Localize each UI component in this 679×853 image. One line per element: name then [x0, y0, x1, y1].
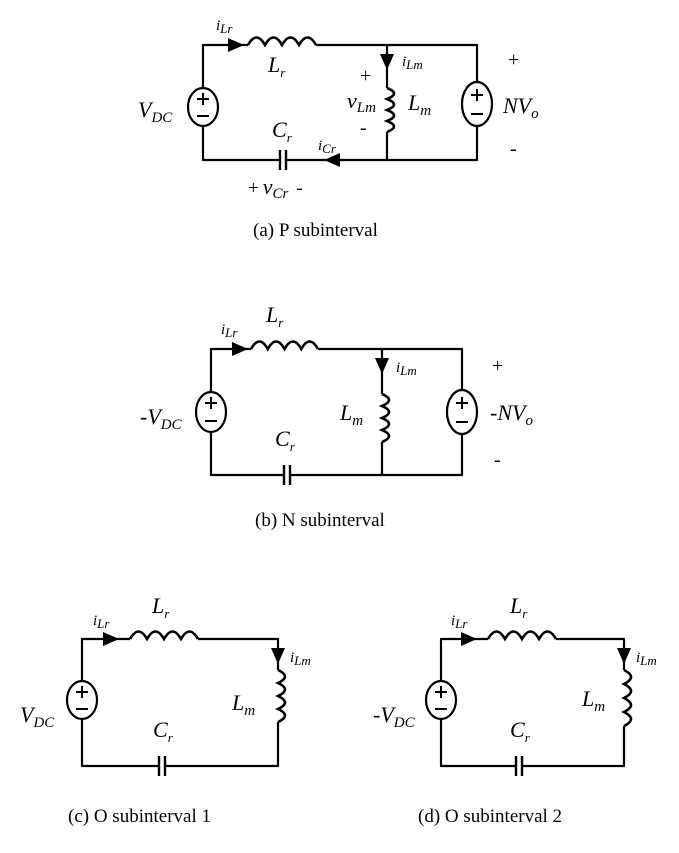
panel-d-arrow-ilm: [617, 648, 631, 664]
panel-b-wire-top-right: [318, 347, 464, 390]
panel-c-voltage-source-vdc: [65, 679, 99, 721]
panel-a-label-out-plus: +: [508, 49, 519, 71]
panel-a-label-vlm-minus: -: [360, 117, 367, 139]
panel-a-label-vlm-plus: +: [360, 65, 371, 87]
panel-a-caption: (a) P subinterval: [253, 220, 378, 241]
panel-b-label-out-plus: +: [492, 355, 503, 377]
panel-d-caption: (d) O subinterval 2: [418, 806, 562, 827]
panel-d: iLr Lr -VDC Cr iLm Lm (d) O subinterval …: [373, 593, 657, 827]
panel-c-capacitor-cr: [157, 756, 167, 776]
panel-a-label-nvo: NVo: [502, 93, 539, 122]
panel-b-label-cr: Cr: [275, 426, 296, 454]
panel-b-wire-top-left: [209, 347, 251, 392]
panel-c-arrow-ilm: [271, 648, 285, 664]
panel-d-label-cr: Cr: [510, 717, 531, 745]
panel-b: iLr Lr -VDC Cr iLm Lm -NVo + - (b) N sub…: [140, 302, 533, 531]
panel-d-label-ilr: iLr: [451, 613, 468, 631]
panel-d-label-vdc: -VDC: [373, 702, 416, 731]
panel-d-inductor-lr: [486, 630, 558, 642]
panel-c-label-cr: Cr: [153, 717, 174, 745]
panel-c-arrow-ilr: [103, 632, 119, 646]
panel-a-label-cr: Cr: [272, 117, 293, 145]
panel-b-label-vdc: -VDC: [140, 404, 183, 433]
panel-b-inductor-lr: [249, 340, 320, 352]
panel-a-arrow-icr: [324, 153, 340, 167]
panel-b-label-out-minus: -: [494, 449, 501, 471]
panel-a-wire-top-right: [316, 43, 479, 82]
panel-d-arrow-ilr: [461, 632, 477, 646]
panel-b-label-ilr: iLr: [221, 322, 238, 340]
panel-b-label-ilm: iLm: [396, 360, 417, 378]
panel-b-capacitor-cr: [282, 465, 292, 485]
panel-a-label-ilm: iLm: [402, 54, 423, 72]
panel-a-label-ilr: iLr: [216, 18, 233, 36]
panel-a: iLr Lr VDC Cr iCr +vCr- iLm + vLm - Lm N…: [138, 18, 539, 241]
panel-a-wire-right-bottom: [286, 126, 479, 162]
panel-b-label-lr: Lr: [265, 302, 284, 330]
panel-a-voltage-source-vdc: [186, 86, 220, 128]
panel-b-label-lm: Lm: [339, 400, 363, 429]
panel-d-voltage-source-vdc: [424, 679, 458, 721]
panel-b-voltage-source-vdc: [194, 390, 228, 434]
panel-b-arrow-ilm: [375, 358, 389, 374]
panel-c-label-ilm: iLm: [290, 650, 311, 668]
panel-c-label-vdc: VDC: [20, 702, 55, 731]
panel-b-arrow-ilr: [232, 342, 248, 356]
panel-d-label-lm: Lm: [581, 686, 605, 715]
panel-c-inductor-lm: [274, 668, 287, 724]
panel-a-arrow-ilr: [228, 38, 244, 52]
panel-d-label-lr: Lr: [509, 593, 528, 621]
panel-a-label-out-minus: -: [510, 138, 517, 160]
panel-b-voltage-source-nvo: [445, 388, 479, 436]
panel-a-label-lm: Lm: [407, 90, 431, 119]
panel-b-wire-right-bottom: [290, 434, 464, 477]
panel-c-wire-bottom-left: [80, 718, 159, 768]
panel-c-label-lm: Lm: [231, 690, 255, 719]
panel-c-caption: (c) O subinterval 1: [68, 806, 211, 827]
panel-c-wire-right-bottom: [165, 722, 280, 768]
panel-a-capacitor-cr: [278, 150, 288, 170]
panel-c-label-ilr: iLr: [93, 613, 110, 631]
panel-a-label-vdc: VDC: [138, 97, 173, 126]
panel-c-inductor-lr: [128, 630, 200, 642]
panel-b-inductor-lm: [378, 392, 391, 444]
panel-a-wire-top-left: [201, 43, 248, 88]
panel-c: iLr Lr VDC Cr iLm Lm (c) O subinterval 1: [20, 593, 311, 827]
panel-a-label-lr: Lr: [267, 52, 286, 80]
panel-a-arrow-ilm: [380, 54, 394, 70]
panel-a-label-icr: iCr: [318, 138, 337, 156]
panel-d-wire-top-right: [556, 637, 626, 670]
panel-d-capacitor-cr: [514, 756, 524, 776]
panel-a-inductor-lm: [383, 86, 396, 134]
panel-a-label-vlm: vLm: [347, 88, 376, 116]
panel-c-wire-top-right: [198, 637, 280, 670]
panel-d-wire-right-bottom: [522, 726, 626, 768]
panel-d-wire-top-left: [439, 637, 488, 682]
panel-a-inductor-lr: [246, 36, 318, 48]
panel-b-caption: (b) N subinterval: [255, 510, 385, 531]
panel-a-label-vcr: +vCr-: [248, 174, 303, 202]
panel-d-inductor-lm: [621, 668, 633, 728]
panel-c-label-lr: Lr: [151, 593, 170, 621]
panel-c-wire-top-left: [80, 637, 130, 682]
panel-d-wire-bottom-left: [439, 718, 516, 768]
panel-b-label-nvo: -NVo: [490, 400, 533, 429]
panel-a-wire-bottom-left: [201, 126, 280, 162]
panel-d-label-ilm: iLm: [636, 650, 657, 668]
panel-a-voltage-source-nvo: [460, 80, 494, 128]
panel-b-wire-bottom-left: [209, 432, 284, 477]
